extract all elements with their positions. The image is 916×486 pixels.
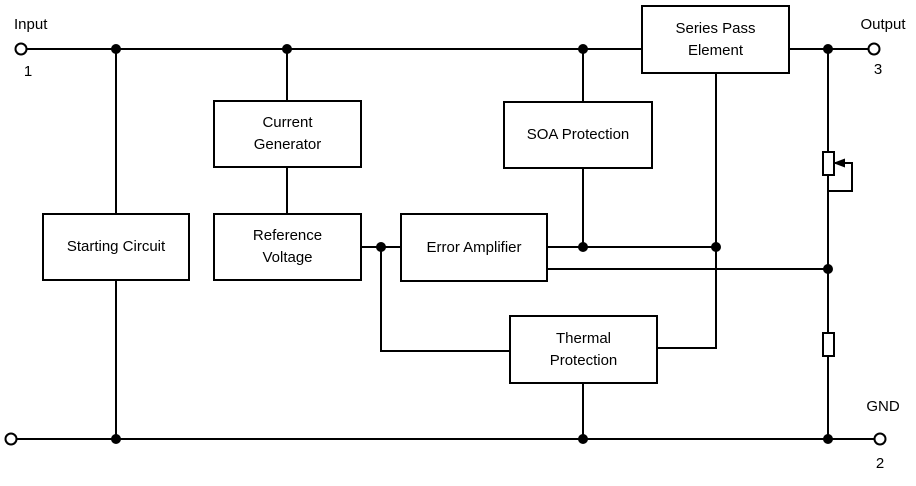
block-thermal-protection: Thermal Protection xyxy=(509,315,658,384)
block-starting-circuit: Starting Circuit xyxy=(42,213,190,281)
junction-dot xyxy=(578,434,588,444)
junction-dot xyxy=(376,242,386,252)
gnd-terminal-label: GND xyxy=(866,398,900,415)
junction-dot xyxy=(578,44,588,54)
block-thermal-protection-label: Thermal Protection xyxy=(549,329,618,369)
block-reference-voltage-label: Reference Voltage xyxy=(252,227,323,266)
block-soa-protection-label: SOA Protection xyxy=(526,126,630,143)
block-error-amplifier-label: Error Amplifier xyxy=(426,238,522,256)
block-series-pass-element: Series Pass Element xyxy=(641,5,790,74)
block-soa-protection: SOA Protection xyxy=(503,101,653,169)
bottom-left-terminal xyxy=(4,432,18,446)
input-terminal xyxy=(14,42,28,56)
junction-dot xyxy=(111,434,121,444)
junction-dot xyxy=(282,44,292,54)
fixed-resistor xyxy=(822,332,835,357)
block-current-generator-label: Current Generator xyxy=(253,114,322,153)
block-series-pass-element-label: Series Pass Element xyxy=(675,19,756,59)
gnd-pin-number: 2 xyxy=(875,455,885,472)
input-terminal-label: Input xyxy=(14,16,48,33)
output-terminal-label: Output xyxy=(860,16,906,33)
junction-dot xyxy=(823,434,833,444)
output-terminal xyxy=(867,42,881,56)
adjustable-resistor xyxy=(822,151,835,176)
output-pin-number: 3 xyxy=(873,61,883,78)
block-current-generator: Current Generator xyxy=(213,100,362,168)
junction-dot xyxy=(823,44,833,54)
input-pin-number: 1 xyxy=(23,63,33,80)
wiper-arrow-icon xyxy=(833,158,845,168)
junction-dot xyxy=(711,242,721,252)
gnd-terminal xyxy=(873,432,887,446)
block-reference-voltage: Reference Voltage xyxy=(213,213,362,281)
junction-dot xyxy=(823,264,833,274)
junction-dot xyxy=(111,44,121,54)
block-error-amplifier: Error Amplifier xyxy=(400,213,548,282)
junction-dot xyxy=(578,242,588,252)
block-starting-circuit-label: Starting Circuit xyxy=(66,238,166,255)
